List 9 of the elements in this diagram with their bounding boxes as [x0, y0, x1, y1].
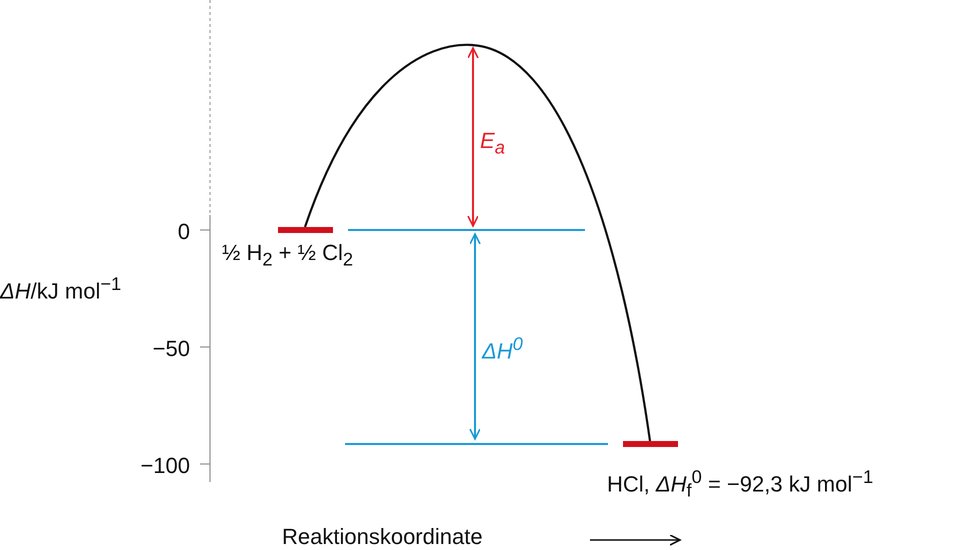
species-label: HCl, ΔH$_{f}$$^{0}$ = −92,3 kJ mol$^{−1}$: [607, 468, 874, 500]
axis-title: Reaktionskoordinate: [282, 526, 483, 548]
species-label: ½ H$_{2}$ + ½ Cl$_{2}$: [222, 242, 354, 269]
tick-label: 0: [176, 221, 190, 243]
tick-label: −50: [152, 338, 190, 360]
tick-label: −100: [139, 455, 190, 477]
energy-curve: [304, 44, 652, 442]
activation-energy-label: E$_{a}$: [480, 130, 505, 157]
enthalpy-change-label: ΔH$^{0}$: [482, 335, 523, 362]
